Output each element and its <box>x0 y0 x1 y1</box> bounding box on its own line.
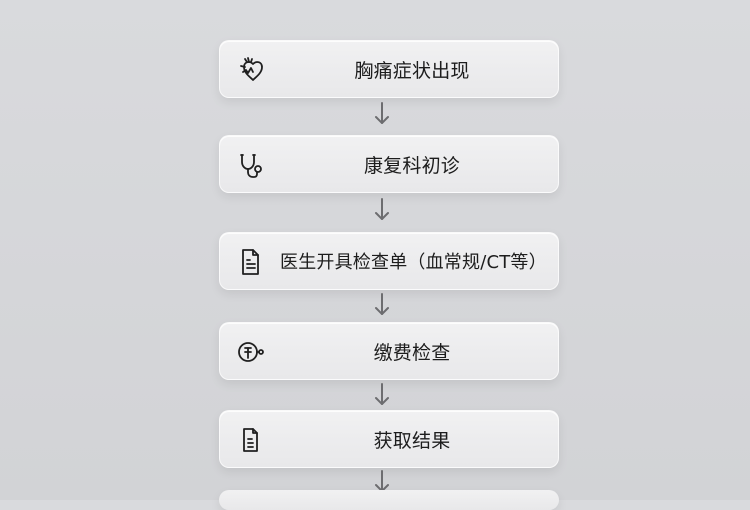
step-order-tests: 医生开具检查单（血常规/CT等） <box>219 232 559 290</box>
arrow-down-icon <box>370 292 394 320</box>
step-label: 康复科初诊 <box>363 154 460 177</box>
step-rehab-visit: 康复科初诊 <box>219 135 559 193</box>
stethoscope-icon <box>234 149 266 181</box>
step-chest-pain: 胸痛症状出现 <box>219 40 559 98</box>
step-label: 缴费检查 <box>373 341 451 364</box>
heart-icon <box>234 54 266 86</box>
payment-icon <box>234 336 266 368</box>
arrow-down-icon <box>370 382 394 410</box>
document-icon <box>234 246 266 278</box>
result-document-icon <box>234 424 266 456</box>
arrow-down-icon <box>370 197 394 225</box>
step-label: 胸痛症状出现 <box>354 59 470 82</box>
next-step-partial-card <box>219 490 559 510</box>
step-label: 医生开具检查单（血常规/CT等） <box>280 252 547 273</box>
arrow-down-icon <box>370 101 394 129</box>
step-payment-exam: 缴费检查 <box>219 322 559 380</box>
step-label: 获取结果 <box>373 429 451 452</box>
step-get-results: 获取结果 <box>219 410 559 468</box>
